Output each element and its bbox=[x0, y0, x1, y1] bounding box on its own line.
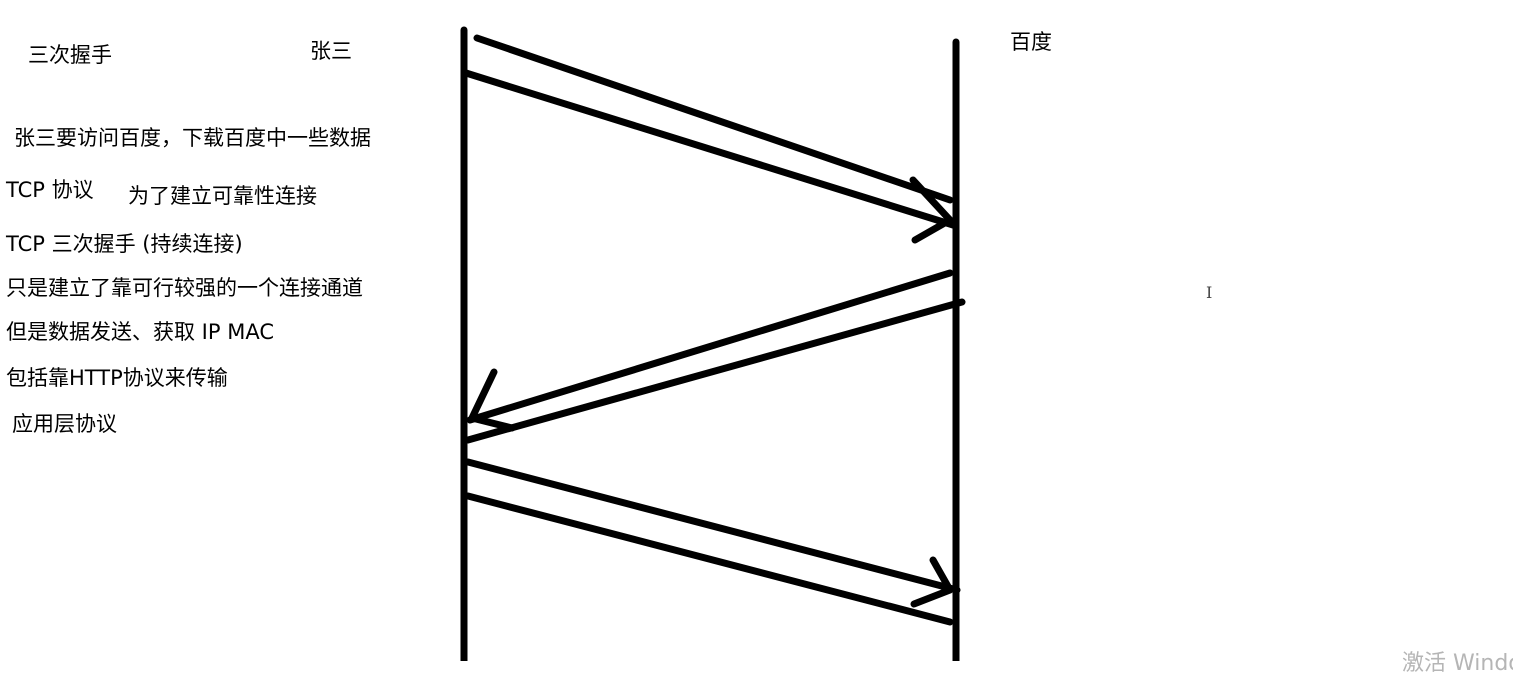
handshake-sequence-diagram bbox=[460, 26, 966, 661]
text-cursor-icon: I bbox=[1206, 283, 1213, 302]
diagram-title: 三次握手 bbox=[28, 43, 112, 67]
arrow-ack bbox=[464, 458, 961, 626]
note-three-way-handshake: TCP 三次握手 (持续连接) bbox=[6, 232, 243, 256]
activation-watermark: 激活 Windo bbox=[1402, 651, 1513, 676]
arrow-syn-ack bbox=[464, 269, 966, 444]
note-application-layer: 应用层协议 bbox=[12, 412, 117, 436]
note-http: 包括靠HTTP协议来传输 bbox=[6, 366, 228, 390]
note-tcp-protocol: TCP 协议 bbox=[6, 178, 94, 202]
arrow-syn bbox=[462, 34, 957, 244]
participant-left-label: 张三 bbox=[310, 39, 352, 63]
participant-right-label: 百度 bbox=[1010, 30, 1052, 54]
note-purpose: 张三要访问百度，下载百度中一些数据 bbox=[14, 126, 371, 150]
note-channel: 只是建立了靠可行较强的一个连接通道 bbox=[6, 276, 363, 300]
note-data-transfer: 但是数据发送、获取 IP MAC bbox=[6, 320, 274, 344]
note-reliable-connection: 为了建立可靠性连接 bbox=[128, 184, 317, 208]
